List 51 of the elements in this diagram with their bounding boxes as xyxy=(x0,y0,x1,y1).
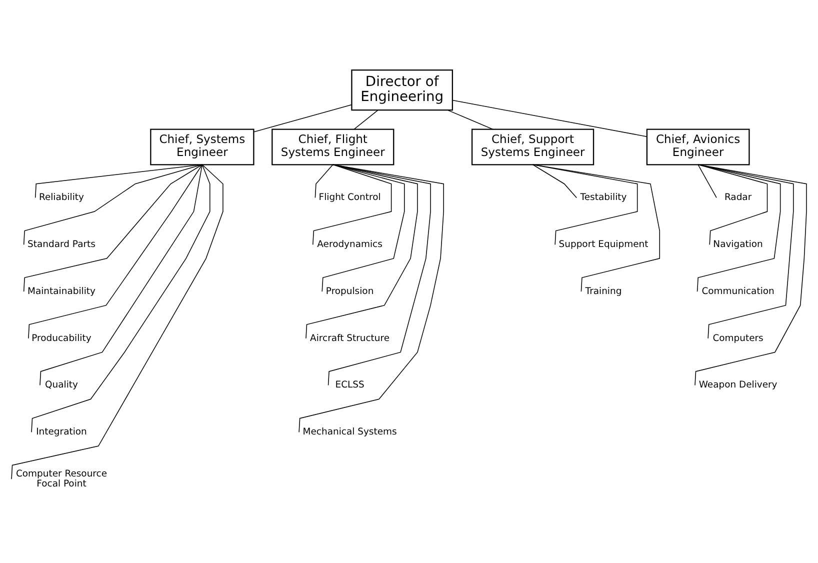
node-box: Chief, Systems Engineer xyxy=(150,128,254,166)
connector xyxy=(532,164,638,245)
connector xyxy=(314,164,334,198)
connector xyxy=(532,164,577,198)
node-box: Chief, Flight Systems Engineer xyxy=(272,128,394,166)
node-text: Training xyxy=(585,286,622,297)
node-text: Support Equipment xyxy=(558,238,648,250)
node-text: Navigation xyxy=(713,238,763,250)
connector xyxy=(23,164,203,245)
connector xyxy=(23,164,203,292)
node-box: Chief, Avionics Engineer xyxy=(646,128,750,166)
node-text: Integration xyxy=(36,426,87,438)
node-box: Director of Engineering xyxy=(351,70,454,111)
node-text: Maintainability xyxy=(28,286,96,297)
connector xyxy=(694,164,807,386)
connector xyxy=(328,164,431,386)
connector xyxy=(698,164,768,245)
node-text: Aerodynamics xyxy=(317,238,382,250)
connector xyxy=(447,110,494,130)
node-text: Standard Parts xyxy=(28,238,96,250)
connector xyxy=(696,164,781,292)
connector xyxy=(11,164,224,480)
connector xyxy=(322,164,405,292)
connector xyxy=(306,164,418,339)
node-text: Testability xyxy=(580,192,627,204)
connector xyxy=(40,164,203,386)
connector xyxy=(254,104,352,132)
node-box: Chief, Support Systems Engineer xyxy=(471,128,594,166)
node-text: Computers xyxy=(712,332,764,344)
connector xyxy=(354,110,378,130)
node-text: Flight Control xyxy=(318,192,381,204)
connector xyxy=(698,164,794,339)
connector xyxy=(34,164,203,198)
node-text: Propulsion xyxy=(326,286,374,297)
connector xyxy=(312,164,392,245)
node-text: Communication xyxy=(702,286,774,297)
connector xyxy=(452,100,648,137)
node-text: Weapon Delivery xyxy=(698,380,778,391)
node-text: Radar xyxy=(724,192,752,204)
node-text: Quality xyxy=(45,380,78,391)
node-text: Mechanical Systems xyxy=(302,426,397,438)
node-text: Producability xyxy=(32,332,92,344)
node-text: Reliability xyxy=(38,192,84,204)
node-text: Computer Resource Focal Point xyxy=(16,468,108,490)
connector xyxy=(298,164,444,433)
connector xyxy=(31,164,210,433)
connector xyxy=(28,164,203,339)
node-text: ECLSS xyxy=(335,380,364,391)
node-text: Aircraft Structure xyxy=(310,332,390,344)
connector xyxy=(698,164,717,198)
connector xyxy=(532,164,660,292)
